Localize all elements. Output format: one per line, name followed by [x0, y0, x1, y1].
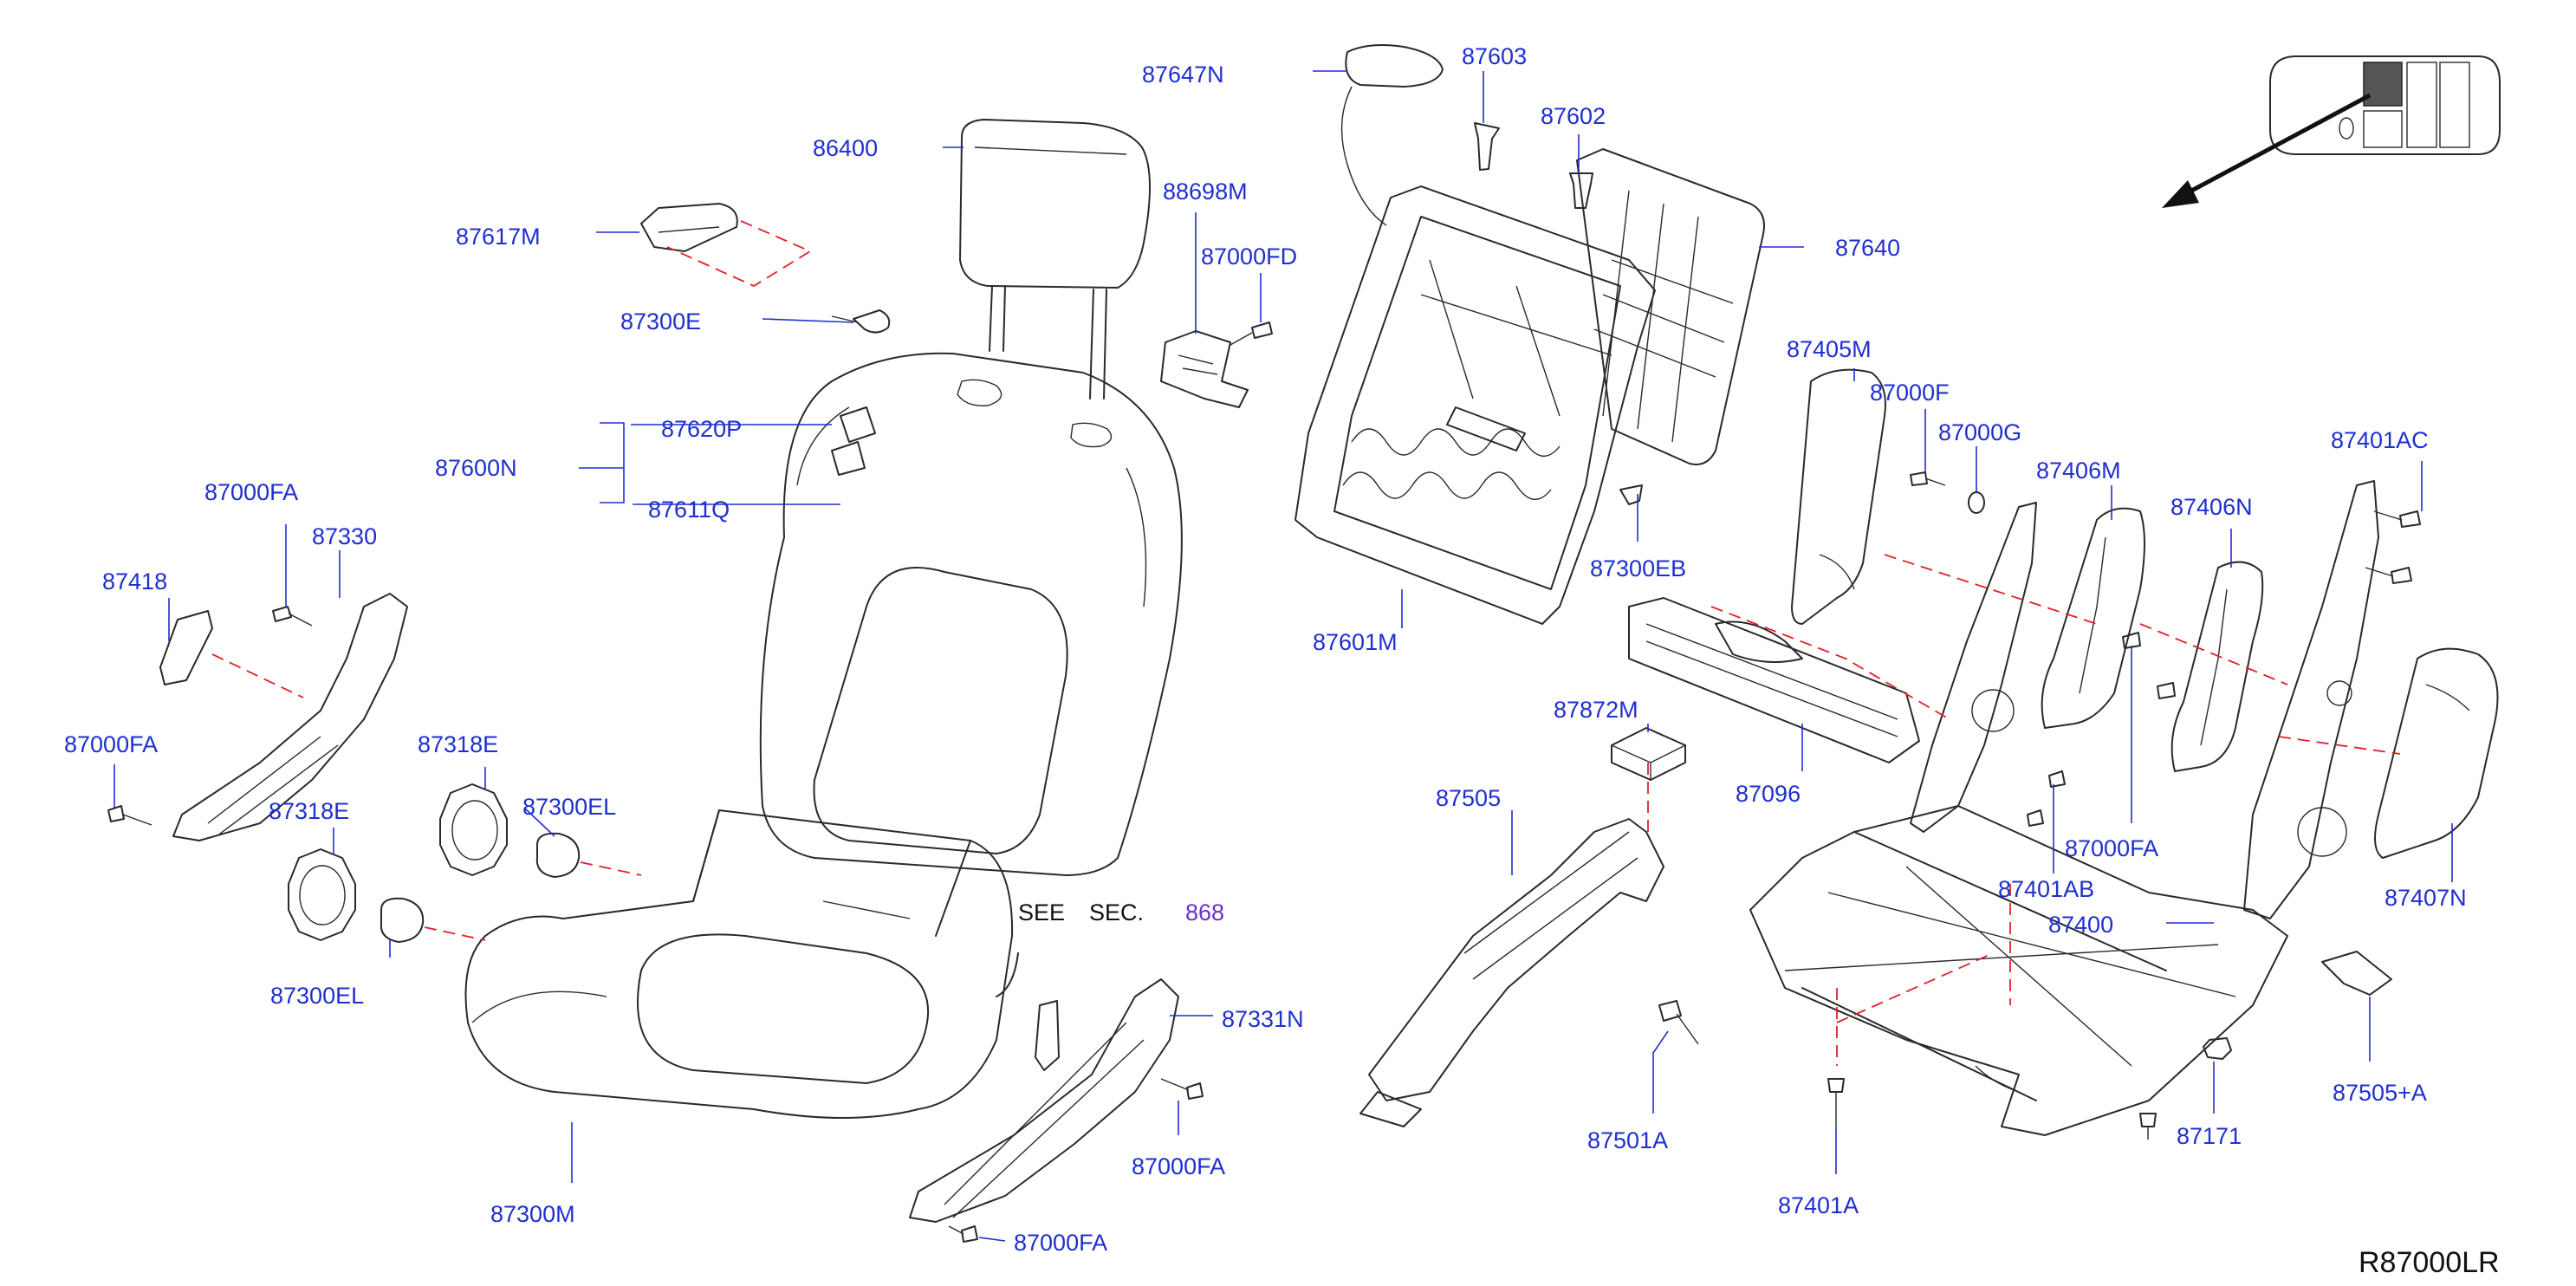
- label-87401AC: 87401AC: [2331, 427, 2429, 453]
- pin-87602[interactable]: [1569, 172, 1593, 209]
- bolt-87171-a[interactable]: [2139, 1113, 2157, 1140]
- label-87600N: 87600N: [435, 455, 517, 481]
- trim-87617M[interactable]: [640, 203, 738, 252]
- pin-87603[interactable]: [1474, 122, 1500, 171]
- label-87400: 87400: [2048, 912, 2113, 938]
- label-87647N: 87647N: [1142, 62, 1224, 88]
- label-87000FD: 87000FD: [1201, 244, 1297, 270]
- bolt-87401A[interactable]: [1827, 1078, 1845, 1127]
- see-label: SEE: [1018, 900, 1065, 926]
- cap-87300EL-b[interactable]: [380, 897, 425, 943]
- label-87000FA-d: 87000FA: [1132, 1153, 1225, 1179]
- label-87331N: 87331N: [1222, 1006, 1304, 1032]
- screw-87000FA-a[interactable]: [272, 606, 313, 627]
- label-87096: 87096: [1736, 781, 1801, 807]
- bolt-87401AB[interactable]: [2027, 770, 2066, 827]
- recliner-plate-left[interactable]: [1910, 502, 2037, 833]
- diagram-code: R87000LR: [2359, 1246, 2500, 1279]
- label-87406M: 87406M: [2036, 458, 2121, 484]
- label-87000FA-a: 87000FA: [204, 479, 298, 505]
- washer-87000G[interactable]: [1968, 491, 1985, 514]
- screw-87000FA-d[interactable]: [948, 1225, 978, 1243]
- leader-lines: [114, 70, 2453, 1242]
- label-87617M: 87617M: [456, 224, 541, 250]
- label-87300E: 87300E: [620, 309, 701, 334]
- bracket-87096[interactable]: [1628, 597, 1920, 763]
- recliner-plate-right[interactable]: [2243, 480, 2379, 919]
- label-87300EB: 87300EB: [1590, 555, 1686, 581]
- side-cover-87330[interactable]: [172, 593, 408, 841]
- seat-back-cover[interactable]: [759, 352, 1183, 876]
- screw-87000FA-b[interactable]: [107, 805, 152, 826]
- trim-87505A[interactable]: [2321, 951, 2392, 996]
- cover-87505[interactable]: [1359, 818, 1664, 1127]
- label-87501A: 87501A: [1587, 1127, 1668, 1153]
- knob-87318E-b[interactable]: [288, 848, 356, 941]
- label-88698M: 88698M: [1163, 179, 1248, 205]
- cover-87406M[interactable]: [2041, 507, 2145, 729]
- label-87603: 87603: [1462, 43, 1527, 69]
- label-87330: 87330: [312, 523, 377, 549]
- label-87000FA-e: 87000FA: [1014, 1230, 1107, 1256]
- sec-label: SEC.: [1089, 900, 1144, 926]
- label-87300EL-b: 87300EL: [270, 983, 364, 1009]
- bolt-87000FA-e[interactable]: [2122, 632, 2176, 699]
- bolt-87000FD[interactable]: [1230, 322, 1273, 346]
- knob-87418[interactable]: [159, 610, 213, 685]
- label-87300EL-a: 87300EL: [522, 794, 616, 820]
- lever-87647N[interactable]: [1340, 44, 1444, 226]
- label-87505A: 87505+A: [2333, 1080, 2427, 1106]
- back-panel-87640[interactable]: [1576, 148, 1765, 465]
- label-86400: 86400: [813, 135, 878, 161]
- screw-87000FA-c[interactable]: [1160, 1078, 1204, 1100]
- clip-87300E[interactable]: [831, 309, 891, 334]
- label-87405M: 87405M: [1787, 336, 1872, 362]
- headrest-86400[interactable]: [959, 119, 1152, 399]
- part-labels: 87647N 87603 87602 86400 88698M 87617M 8…: [64, 43, 2500, 1279]
- bolt-87401AC-a[interactable]: [2373, 510, 2421, 528]
- label-87601M: 87601M: [1313, 629, 1398, 655]
- nut-87171[interactable]: [2203, 1037, 2232, 1060]
- label-87620P: 87620P: [661, 416, 742, 442]
- label-87611Q: 87611Q: [648, 497, 730, 523]
- bracket-88698M[interactable]: [1160, 330, 1249, 408]
- label-87000G: 87000G: [1938, 419, 2021, 445]
- label-87401A: 87401A: [1778, 1192, 1859, 1218]
- knob-87318E-a[interactable]: [439, 783, 508, 876]
- bolt-87401AC-b[interactable]: [2365, 567, 2412, 584]
- bolt-87501A[interactable]: [1658, 1000, 1699, 1045]
- cap-87300EL-a[interactable]: [535, 832, 581, 878]
- orientation-icon: [2162, 55, 2501, 208]
- label-87318E-a: 87318E: [418, 731, 498, 757]
- pad-87872M[interactable]: [1611, 727, 1686, 781]
- seat-cushion-87300M[interactable]: [464, 809, 1019, 1119]
- seat-back-frame-87601M[interactable]: [1294, 185, 1656, 625]
- cover-87405M[interactable]: [1791, 368, 1886, 625]
- cover-87406N[interactable]: [2170, 561, 2264, 772]
- bolt-87000F[interactable]: [1910, 471, 1946, 486]
- seat-frame-87400[interactable]: [1749, 805, 2288, 1136]
- label-87872M: 87872M: [1554, 697, 1638, 723]
- label-87300M: 87300M: [490, 1201, 575, 1227]
- label-87407N: 87407N: [2385, 885, 2467, 911]
- label-87171: 87171: [2177, 1123, 2242, 1149]
- clip-87300EB[interactable]: [1619, 484, 1643, 505]
- label-87000FA-b: 87000FA: [64, 731, 158, 757]
- side-cover-87331N[interactable]: [909, 978, 1179, 1223]
- label-87406N: 87406N: [2170, 494, 2253, 520]
- label-87640: 87640: [1835, 235, 1900, 261]
- label-87318E-b: 87318E: [269, 798, 349, 824]
- label-87000F: 87000F: [1870, 380, 1950, 406]
- label-87505: 87505: [1436, 785, 1501, 811]
- label-87000FA-c: 87000FA: [2065, 835, 2158, 861]
- label-87401AB: 87401AB: [1998, 876, 2094, 902]
- cover-87407N[interactable]: [2374, 647, 2499, 859]
- label-87602: 87602: [1541, 103, 1606, 129]
- section-link-868[interactable]: 868: [1185, 900, 1224, 926]
- label-87418: 87418: [102, 568, 167, 594]
